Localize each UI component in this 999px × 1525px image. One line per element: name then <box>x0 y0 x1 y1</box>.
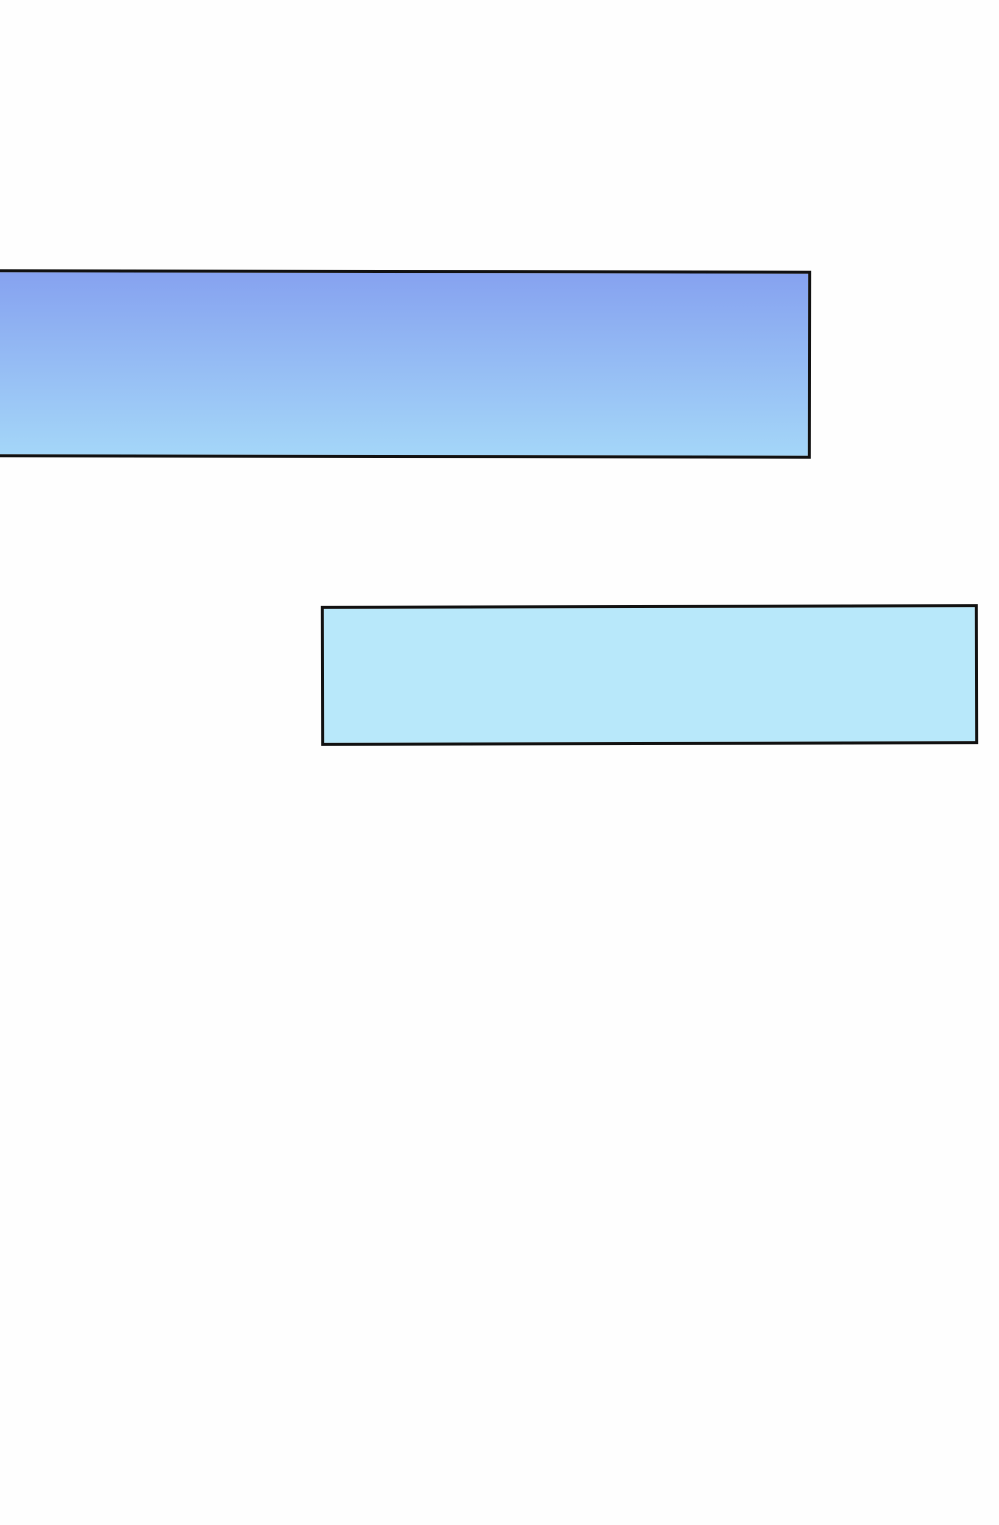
top-blue-gradient-panel <box>0 269 812 459</box>
bottom-light-blue-panel <box>320 604 979 746</box>
